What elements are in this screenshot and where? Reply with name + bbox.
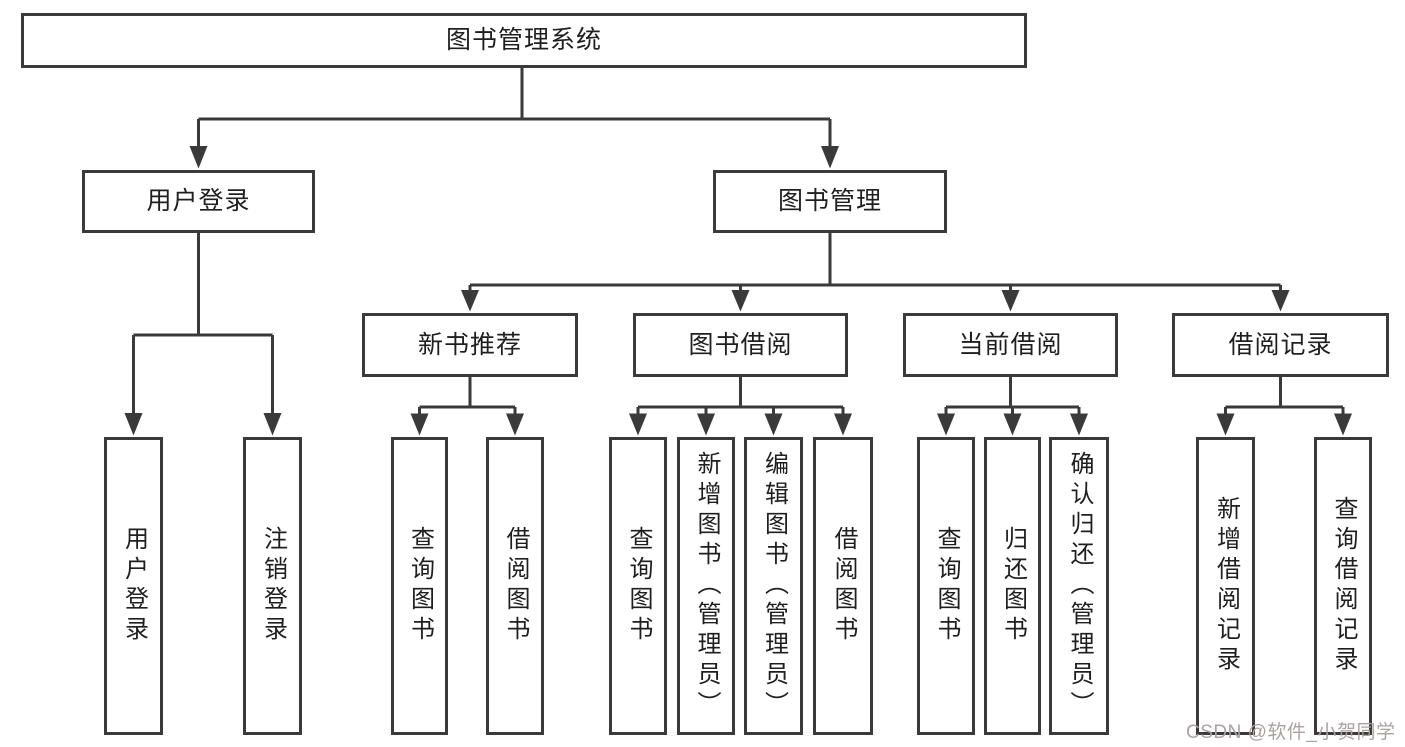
leaf-confirm-return-admin: 确认归还（管理员）	[1049, 437, 1109, 735]
csdn-watermark: CSDN @软件_小贺同学	[1186, 722, 1396, 743]
leaf-label: 查询图书	[406, 526, 434, 646]
node-label: 新书推荐	[417, 330, 522, 359]
node-new-book-recommendation: 新书推荐	[362, 313, 578, 377]
leaf-label: 借阅图书	[502, 526, 529, 646]
leaf-label: 新增图书（管理员）	[693, 451, 720, 721]
leaf-label: 编辑图书（管理员）	[760, 451, 788, 721]
node-label: 借阅记录	[1228, 330, 1333, 359]
leaf-borrow-books-1: 借阅图书	[486, 437, 544, 735]
node-label: 图书管理	[777, 187, 882, 215]
leaf-query-borrow-record: 查询借阅记录	[1314, 437, 1372, 735]
leaf-label: 查询借阅记录	[1330, 496, 1357, 676]
leaf-query-books-2: 查询图书	[609, 437, 667, 735]
leaf-user-login: 用户登录	[104, 437, 163, 735]
node-book-borrowing: 图书借阅	[633, 313, 848, 377]
leaf-label: 查询图书	[625, 526, 652, 646]
leaf-borrow-books-2: 借阅图书	[813, 437, 873, 735]
leaf-label: 归还图书	[999, 526, 1027, 646]
leaf-logout: 注销登录	[243, 437, 302, 735]
node-current-borrowing: 当前借阅	[903, 313, 1118, 377]
node-label: 当前借阅	[958, 330, 1063, 359]
leaf-edit-book-admin: 编辑图书（管理员）	[744, 437, 803, 735]
leaf-label: 确认归还（管理员）	[1066, 451, 1093, 721]
leaf-query-books-3: 查询图书	[917, 437, 975, 735]
node-book-management: 图书管理	[713, 170, 947, 233]
leaf-label: 借阅图书	[830, 526, 857, 646]
leaf-add-borrow-record: 新增借阅记录	[1196, 437, 1255, 735]
leaf-return-book: 归还图书	[984, 437, 1041, 735]
node-label: 用户登录	[146, 187, 251, 215]
node-borrowing-records: 借阅记录	[1172, 313, 1389, 377]
leaf-label: 查询图书	[933, 526, 960, 646]
node-user-login: 用户登录	[82, 170, 315, 233]
leaf-add-book-admin: 新增图书（管理员）	[677, 437, 735, 735]
leaf-label: 用户登录	[120, 526, 148, 646]
node-label: 图书借阅	[688, 330, 793, 359]
node-library-management-system: 图书管理系统	[21, 13, 1027, 68]
leaf-label: 注销登录	[259, 526, 287, 646]
leaf-label: 新增借阅记录	[1212, 496, 1240, 676]
node-label: 图书管理系统	[445, 26, 602, 54]
leaf-query-books-1: 查询图书	[391, 437, 448, 735]
